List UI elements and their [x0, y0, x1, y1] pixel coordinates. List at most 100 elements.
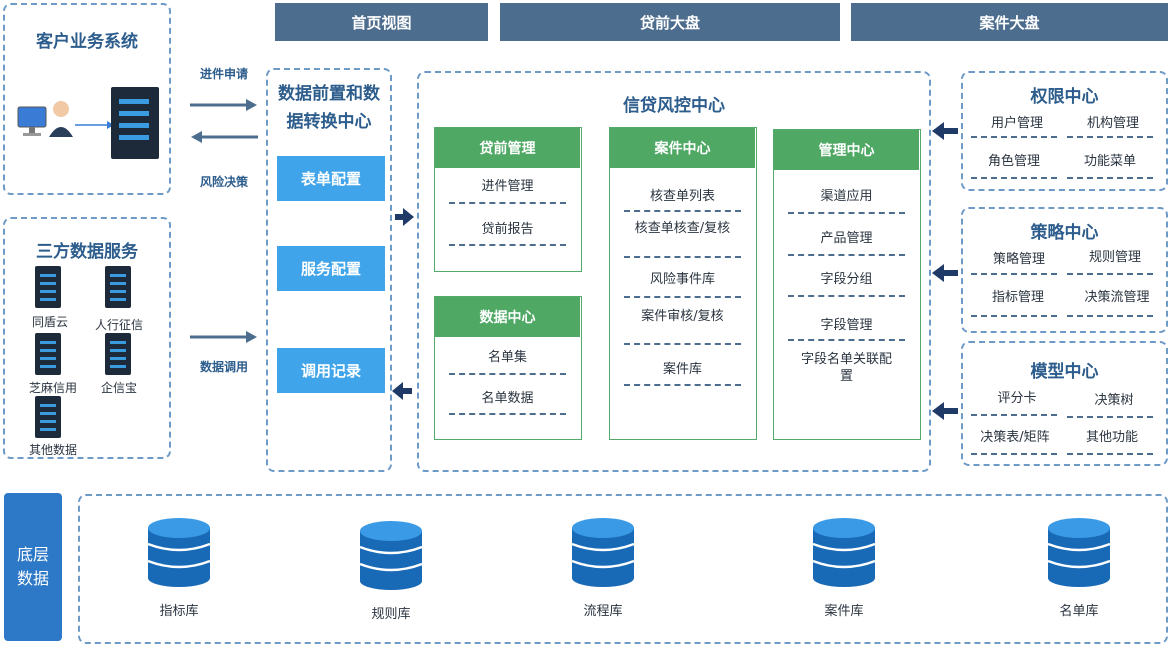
item-role-mgmt[interactable]: 角色管理: [987, 154, 1040, 169]
flow-label-decision: 风险决策: [199, 175, 248, 189]
divider: [624, 210, 741, 212]
item-check-review[interactable]: 核查单核查/复核: [634, 221, 731, 236]
button-label: 服务配置: [300, 260, 361, 278]
group-title: 模型中心: [1030, 362, 1099, 382]
server-icon: [105, 266, 131, 308]
source-other: 其他数据: [28, 443, 77, 457]
divider: [1067, 416, 1153, 418]
divider: [624, 296, 741, 298]
form-config-button[interactable]: 表单配置: [277, 156, 385, 201]
item-scorecard[interactable]: 评分卡: [997, 391, 1037, 406]
right-arrow-icon: [190, 331, 257, 343]
nav-label: 首页视图: [351, 13, 412, 32]
server-icon: [105, 333, 131, 375]
divider: [624, 384, 741, 386]
item-channel-app[interactable]: 渠道应用: [820, 189, 873, 204]
server-icon: [35, 333, 61, 375]
source-pboc-credit: 人行征信: [94, 318, 143, 332]
left-arrow-icon: [392, 382, 412, 400]
item-field-list-link[interactable]: 字段名单关联配置: [800, 352, 892, 384]
item-field-mgmt[interactable]: 字段管理: [820, 318, 873, 333]
item-function-menu[interactable]: 功能菜单: [1083, 154, 1136, 169]
risk-center-box: 信贷风控中心 贷前管理 进件管理 贷前报告 数据中心 名单集 名单数据 案件中心…: [417, 71, 931, 472]
database-icon: [359, 521, 423, 590]
divider: [788, 295, 905, 297]
db-label-list: 名单库: [1059, 604, 1099, 619]
flow-label-apply: 进件申请: [199, 67, 248, 81]
case-center-panel: 案件中心 核查单列表 核查单核查/复核 风险事件库 案件审核/复核 案件库: [609, 127, 757, 440]
nav-label: 案件大盘: [979, 13, 1040, 32]
panel-header: 数据中心: [435, 297, 580, 337]
divider: [971, 414, 1057, 416]
item-other-functions[interactable]: 其他功能: [1085, 430, 1138, 445]
item-risk-events[interactable]: 风险事件库: [649, 272, 715, 287]
item-pre-loan-report[interactable]: 贷前报告: [481, 222, 534, 237]
right-arrow-icon: [190, 99, 257, 111]
database-icon: [1047, 518, 1111, 587]
bottom-layer-label-box: 底层数据: [4, 493, 62, 641]
right-arrow-icon: [395, 208, 414, 226]
item-list-data[interactable]: 名单数据: [481, 391, 534, 406]
divider: [971, 453, 1057, 455]
divider: [624, 343, 741, 345]
divider: [624, 256, 741, 258]
nav-label: 贷前大盘: [639, 13, 700, 32]
nav-home-view[interactable]: 首页视图: [275, 3, 488, 41]
item-org-mgmt[interactable]: 机构管理: [1086, 116, 1139, 131]
nav-pre-loan-dashboard[interactable]: 贷前大盘: [500, 3, 840, 41]
divider: [971, 273, 1057, 275]
db-label-process: 流程库: [583, 604, 623, 619]
permission-center-box: 权限中心 用户管理 机构管理 角色管理 功能菜单: [961, 71, 1168, 191]
divider: [788, 339, 905, 341]
db-label-rule: 规则库: [371, 607, 411, 622]
left-arrow-icon: [932, 264, 958, 282]
server-icon: [35, 396, 61, 438]
divider: [1067, 177, 1153, 179]
source-tongdun: 同盾云: [31, 315, 68, 329]
customer-system-box: 客户业务系统: [3, 3, 171, 195]
data-center-panel: 数据中心 名单集 名单数据: [434, 296, 582, 440]
db-label-indicator: 指标库: [159, 604, 199, 619]
left-arrow-icon: [191, 131, 258, 143]
divider: [1067, 136, 1153, 138]
item-check-list[interactable]: 核查单列表: [649, 189, 715, 204]
item-decision-flow-mgmt[interactable]: 决策流管理: [1084, 290, 1150, 305]
computer-user-server-icon: [17, 87, 159, 159]
management-center-panel: 管理中心 渠道应用 产品管理 字段分组 字段管理 字段名单关联配置: [773, 129, 921, 440]
item-field-group[interactable]: 字段分组: [820, 272, 873, 287]
nav-case-dashboard[interactable]: 案件大盘: [851, 3, 1168, 41]
service-config-button[interactable]: 服务配置: [277, 246, 385, 291]
customer-system-title: 客户业务系统: [36, 32, 138, 52]
source-zhima: 芝麻信用: [28, 381, 77, 395]
group-title: 权限中心: [1030, 87, 1099, 107]
item-application-mgmt[interactable]: 进件管理: [481, 179, 534, 194]
divider: [788, 254, 905, 256]
database-icon: [812, 518, 876, 587]
item-product-mgmt[interactable]: 产品管理: [820, 231, 873, 246]
item-decision-table[interactable]: 决策表/矩阵: [980, 430, 1050, 445]
item-case-library[interactable]: 案件库: [662, 362, 702, 377]
item-case-audit[interactable]: 案件审核/复核: [641, 309, 724, 324]
divider: [1067, 453, 1153, 455]
preproc-box: 数据前置和数据转换中心 表单配置 服务配置 调用记录: [266, 68, 392, 472]
left-arrow-icon: [932, 122, 958, 140]
item-rule-mgmt[interactable]: 规则管理: [1088, 250, 1141, 265]
button-label: 表单配置: [300, 170, 361, 188]
bottom-db-box: [78, 494, 1168, 644]
db-label-case: 案件库: [824, 604, 864, 619]
item-list-set[interactable]: 名单集: [487, 350, 527, 365]
call-record-button[interactable]: 调用记录: [277, 348, 385, 393]
divider: [1067, 315, 1153, 317]
flow-label-data-call: 数据调用: [199, 360, 248, 374]
item-decision-tree[interactable]: 决策树: [1094, 393, 1134, 408]
panel-header: 案件中心: [610, 128, 755, 168]
pre-loan-panel: 贷前管理 进件管理 贷前报告: [434, 127, 582, 272]
item-strategy-mgmt[interactable]: 策略管理: [992, 252, 1045, 267]
item-user-mgmt[interactable]: 用户管理: [990, 116, 1043, 131]
database-icon: [571, 518, 635, 587]
source-qixinbao: 企信宝: [100, 381, 137, 395]
divider: [971, 136, 1057, 138]
item-indicator-mgmt[interactable]: 指标管理: [991, 290, 1044, 305]
bottom-layer-label: 底层数据: [16, 545, 49, 588]
group-title: 策略中心: [1030, 223, 1099, 243]
